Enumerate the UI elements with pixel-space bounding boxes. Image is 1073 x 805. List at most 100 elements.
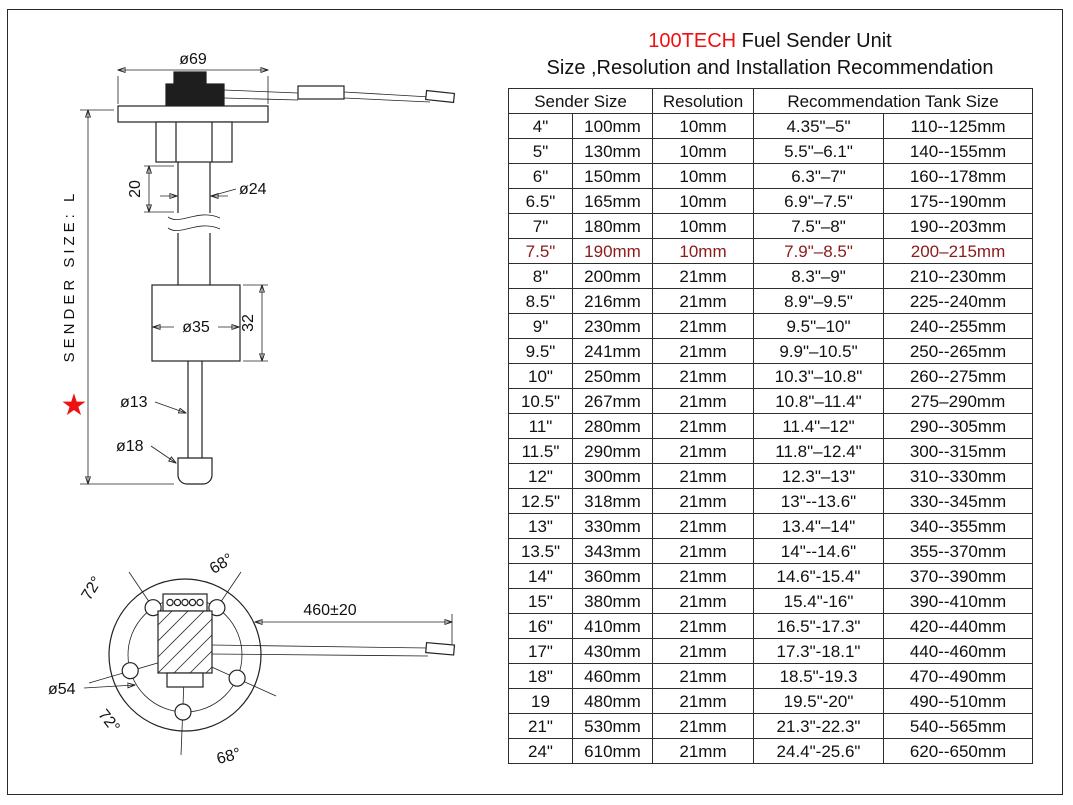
table-cell: 530mm (572, 713, 653, 739)
table-cell: 241mm (572, 338, 653, 364)
float-diameter-label: ø35 (182, 319, 210, 336)
table-cell: 210--230mm (882, 263, 1034, 289)
table-cell: 21mm (652, 363, 754, 389)
table-cell: 21mm (652, 688, 754, 714)
break-line (167, 225, 221, 232)
hex-nut (155, 121, 233, 163)
table-cell: 13.5" (508, 538, 573, 564)
table-cell: 9.9"–10.5" (753, 338, 884, 364)
star-marker: ★ (61, 389, 88, 422)
table-cell: 100mm (572, 113, 653, 139)
table-cell: 160--178mm (882, 163, 1034, 189)
table-cell: 620--650mm (882, 738, 1034, 764)
table-cell: 410mm (572, 613, 653, 639)
table-cell: 10mm (652, 238, 754, 264)
terminal-strip (162, 593, 208, 612)
table-cell: 4" (508, 113, 573, 139)
technical-drawing: ø69 (48, 51, 456, 768)
table-cell: 21mm (652, 388, 754, 414)
hatch-line (189, 650, 213, 674)
table-cell: 21mm (652, 513, 754, 539)
table-cell: 4.35"–5" (753, 113, 884, 139)
table-cell: 10mm (652, 113, 754, 139)
break-line (167, 214, 221, 221)
table-cell: 175--190mm (882, 188, 1034, 214)
table-cell: 343mm (572, 538, 653, 564)
table-cell: 200mm (572, 263, 653, 289)
table-cell: 290--305mm (882, 413, 1034, 439)
table-cell: 8.9"–9.5" (753, 288, 884, 314)
table-cell: 460mm (572, 663, 653, 689)
connector-housing (165, 71, 225, 109)
leader-line (210, 188, 237, 197)
table-cell: 15.4"-16" (753, 588, 884, 614)
table-cell: 21mm (652, 613, 754, 639)
table-cell: 150mm (572, 163, 653, 189)
table-cell: 7" (508, 213, 573, 239)
table-cell: 7.5" (508, 238, 573, 264)
head-lower-block (166, 672, 204, 688)
float-height-label: 32 (240, 314, 257, 332)
table-cell: 21.3"-22.3" (753, 713, 884, 739)
table-cell: 440--460mm (882, 638, 1034, 664)
wire-leads (223, 85, 456, 104)
bolt-holes (121, 599, 246, 721)
angle-top-label: 68° (207, 551, 237, 578)
hatch-line (205, 666, 213, 674)
table-cell: 480mm (572, 688, 653, 714)
table-cell: 18" (508, 663, 573, 689)
table-cell: 12.5" (508, 488, 573, 514)
table-cell: 10.3"–10.8" (753, 363, 884, 389)
table-cell: 24" (508, 738, 573, 764)
table-cell: 21mm (652, 338, 754, 364)
table-cell: 300--315mm (882, 438, 1034, 464)
terminal-pin (188, 598, 197, 607)
table-cell: 9.5"–10" (753, 313, 884, 339)
hatch-line (157, 610, 205, 658)
cap-diameter-leader (150, 445, 176, 463)
table-cell: 16.5"-17.3" (753, 613, 884, 639)
table-cell: 21mm (652, 713, 754, 739)
table-cell: 21mm (652, 563, 754, 589)
table-cell: 11" (508, 413, 573, 439)
terminal-pin (196, 598, 204, 607)
shaft-tube (167, 162, 221, 285)
table-cell: 21mm (652, 638, 754, 664)
mounting-flange (117, 105, 269, 123)
title-rest: Fuel Sender Unit (736, 30, 892, 52)
table-cell: 340--355mm (882, 513, 1034, 539)
sender-length-label: SENDER SIZE: L (61, 190, 78, 363)
terminal-pin (181, 598, 189, 607)
rod-diameter-label: ø13 (120, 394, 148, 411)
angle-upper-left-label: 72° (79, 574, 106, 604)
wire (211, 644, 429, 649)
table-cell: 540--565mm (882, 713, 1034, 739)
page-subtitle: Size ,Resolution and Installation Recomm… (546, 57, 994, 79)
hatching (157, 610, 213, 674)
shaft-diameter-dimension (160, 188, 237, 197)
sender-head-top-view (157, 593, 213, 688)
sender-length-dimension (80, 109, 174, 485)
wire (223, 97, 299, 101)
end-cap (177, 457, 213, 485)
bolt-hole (144, 599, 162, 617)
table-cell: 14.6"-15.4" (753, 563, 884, 589)
table-cell: 21mm (652, 738, 754, 764)
table-cell: 250mm (572, 363, 653, 389)
table-cell: 240--255mm (882, 313, 1034, 339)
table-cell: 390--410mm (882, 588, 1034, 614)
table-cell: 10mm (652, 163, 754, 189)
wire (211, 653, 429, 657)
